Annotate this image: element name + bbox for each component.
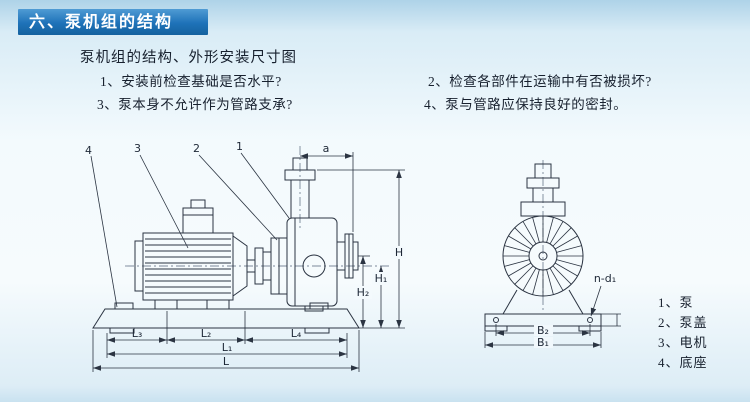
dim-H: H — [395, 246, 403, 259]
base-height-dim — [601, 313, 621, 327]
nd1-leader-line — [590, 285, 602, 317]
legend-item-cover: 2、泵盖 — [658, 315, 708, 330]
centerlines — [125, 146, 389, 267]
casing-fins — [503, 216, 583, 296]
part-number-4: 4 — [85, 144, 92, 157]
front-dimension-labels: n-d₁ B₂ B₁ — [534, 272, 616, 349]
section-title-bar: 六、泵机组的结构 — [18, 9, 208, 35]
part-leader-lines — [90, 152, 290, 308]
dimension-labels: a H H₁ H₂ L₃ L₂ L₄ L₁ L — [132, 142, 406, 368]
part-number-2: 2 — [193, 142, 200, 155]
legend-item-motor: 3、电机 — [658, 335, 708, 350]
dim-L2: L₂ — [201, 327, 212, 340]
dim-H1: H₁ — [375, 272, 388, 285]
part-number-1: 1 — [236, 140, 243, 153]
dim-L3: L₃ — [132, 327, 143, 340]
baseplate — [92, 302, 360, 334]
note-3: 3、泵本身不允许作为管路支承? — [97, 97, 293, 112]
suction-flange — [336, 233, 359, 279]
note-4: 4、泵与管路应保持良好的密封。 — [424, 97, 628, 112]
dim-L4: L₄ — [291, 327, 302, 340]
parts-legend: 1、泵 2、泵盖 3、电机 4、底座 — [658, 293, 708, 373]
front-casing-circle — [502, 215, 584, 297]
dim-B2: B₂ — [537, 324, 549, 337]
legend-item-base: 4、底座 — [658, 355, 708, 370]
dim-nd1: n-d₁ — [594, 272, 616, 285]
dim-L: L — [223, 355, 230, 368]
dim-B1: B₁ — [537, 336, 549, 349]
legend-item-pump: 1、泵 — [658, 295, 694, 310]
intro-text: 泵机组的结构、外形安装尺寸图 — [80, 50, 297, 66]
dim-L1: L₁ — [222, 341, 233, 354]
part-number-3: 3 — [134, 142, 141, 155]
motor — [134, 199, 256, 310]
section-title: 六、泵机组的结构 — [29, 12, 174, 31]
note-2: 2、检查各部件在运输中有否被损坏? — [428, 74, 652, 89]
dim-a: a — [323, 142, 330, 155]
dim-H2: H₂ — [357, 286, 370, 299]
pump-front-view-drawing: n-d₁ B₂ B₁ — [484, 160, 621, 349]
note-1: 1、安装前检查基础是否水平? — [100, 74, 282, 89]
pump-side-view-drawing: 4 3 2 1 a H H₁ — [85, 140, 406, 372]
pump-casing — [286, 217, 338, 312]
